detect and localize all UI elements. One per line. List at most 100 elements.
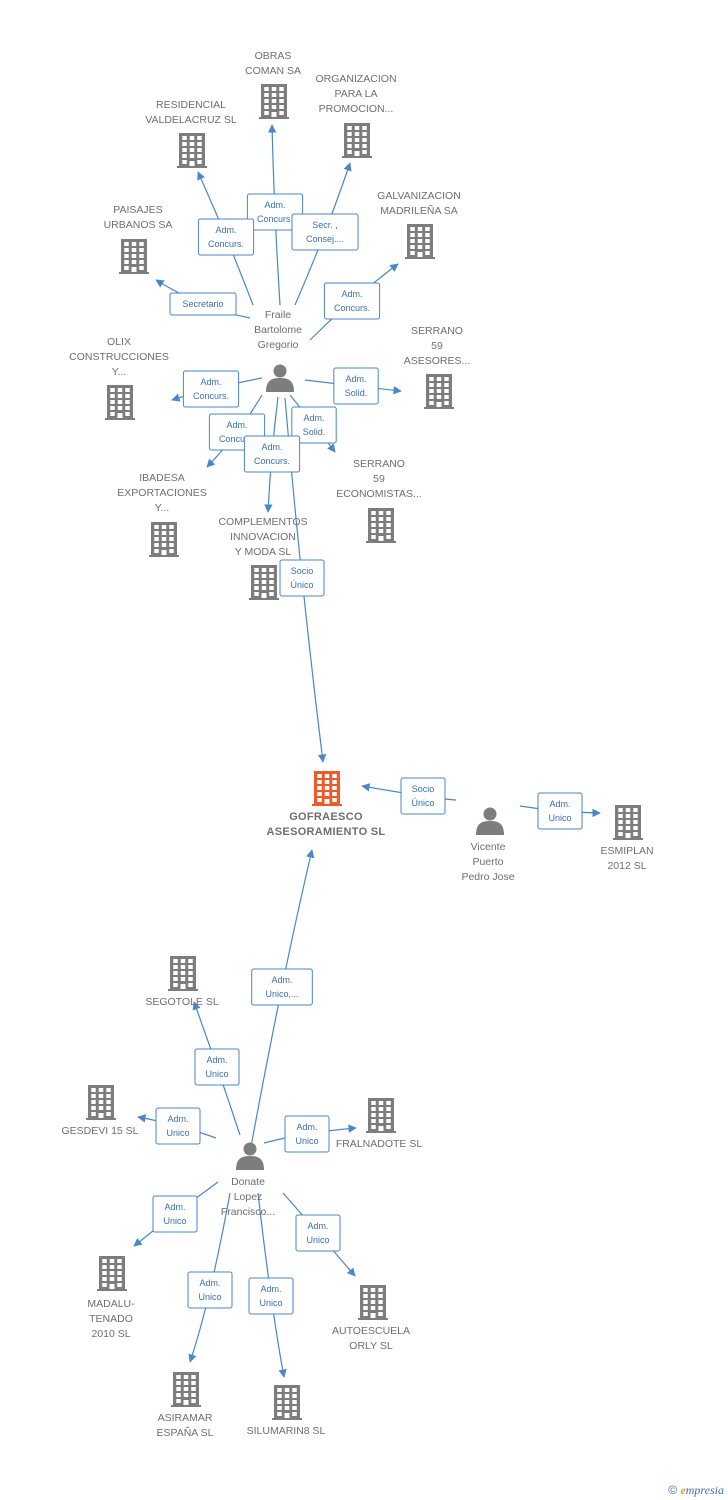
- edge-label-vicente-esmiplan[interactable]: Adm. Unico: [537, 792, 583, 830]
- edge-label-text: Adm.: [271, 975, 292, 985]
- building-icon: [177, 133, 207, 168]
- edge-label-text: Concurs.: [219, 434, 255, 444]
- node-label: Y MODA SL: [235, 546, 292, 558]
- node-label: ASESORAMIENTO SL: [267, 826, 386, 838]
- node-label: OLIX: [107, 336, 131, 348]
- node-label: Donate: [231, 1176, 265, 1188]
- edge-label-text: Único: [411, 798, 434, 808]
- node-serrano59a[interactable]: SERRANO59ASESORES...: [404, 325, 471, 409]
- node-label: MADALU-: [87, 1298, 135, 1310]
- node-label: MADRILEÑA SA: [380, 204, 458, 217]
- edge-label-donate-asiramar[interactable]: Adm.Unico: [187, 1271, 233, 1309]
- building-icon: [259, 84, 289, 119]
- node-label: ESMIPLAN: [600, 845, 653, 857]
- building-icon: [424, 374, 454, 409]
- building-icon: [342, 123, 372, 158]
- edge-label-donate-madalu[interactable]: Adm.Unico: [152, 1195, 198, 1233]
- edge-label-text: Adm.: [215, 225, 236, 235]
- edge-label-donate-autoescuela[interactable]: Adm.Unico: [295, 1214, 341, 1252]
- edge-label-donate-fralnadote[interactable]: Adm.Unico: [284, 1115, 330, 1153]
- edge-label-text: Adm.: [260, 1284, 281, 1294]
- building-icon: [119, 239, 149, 274]
- node-label: Gregorio: [258, 339, 299, 351]
- empresia-logo: empresia: [680, 1483, 724, 1497]
- edge-label-text: Secretario: [182, 299, 223, 309]
- edge-label-text: Concurs.: [193, 391, 229, 401]
- edge-label-text: Concurs.: [208, 239, 244, 249]
- node-segotole[interactable]: SEGOTOLE SL: [145, 956, 219, 1008]
- edge-label-text: Secr. ,: [312, 220, 338, 230]
- person-icon: [266, 364, 294, 392]
- building-icon: [86, 1085, 116, 1120]
- edge-label-donate-gesdevi[interactable]: Adm.Unico: [155, 1107, 201, 1145]
- node-complementos[interactable]: COMPLEMENTOS INNOVACION Y MODA SL: [218, 516, 308, 600]
- node-label: ASESORES...: [404, 355, 471, 367]
- building-icon: [366, 1098, 396, 1133]
- node-olix[interactable]: OLIXCONSTRUCCIONESY...: [69, 336, 169, 420]
- node-label: OBRAS: [255, 50, 292, 62]
- edge-label-donate-silumarin[interactable]: Adm.Unico: [248, 1277, 294, 1315]
- node-label: SERRANO: [353, 458, 405, 470]
- edge-label-donate-gofraesco[interactable]: Adm.Unico,...: [251, 968, 313, 1006]
- person-icon: [476, 807, 504, 835]
- edge-label-fraile-organizacion[interactable]: Secr. , Consej....: [291, 213, 359, 251]
- building-icon: [358, 1285, 388, 1320]
- node-label: 2012 SL: [607, 860, 646, 872]
- node-label: COMPLEMENTOS: [218, 516, 307, 528]
- edge-label-fraile-serrano59a[interactable]: Adm.Solid.: [333, 367, 379, 405]
- node-label: EXPORTACIONES: [117, 487, 206, 499]
- node-esmiplan[interactable]: ESMIPLAN 2012 SL: [600, 805, 654, 872]
- node-label: COMAN SA: [245, 65, 301, 77]
- edge-label-text: Unico: [163, 1216, 186, 1226]
- edge-label-text: Concurs.: [334, 303, 370, 313]
- node-silumarin[interactable]: SILUMARIN8 SL: [247, 1385, 326, 1437]
- node-gesdevi[interactable]: GESDEVI 15 SL: [61, 1085, 139, 1137]
- edge-label-text: Consej....: [306, 234, 344, 244]
- edge-label-text: Solid.: [345, 388, 368, 398]
- edge-label-text: Socio: [412, 784, 435, 794]
- edge-label-text: Unico: [548, 813, 571, 823]
- edge-label-fraile-paisajes[interactable]: Secretario: [169, 292, 237, 316]
- edge-label-fraile-olix[interactable]: Adm.Concurs.: [182, 370, 240, 408]
- node-obras[interactable]: OBRAS COMAN SA: [245, 50, 301, 119]
- node-label: SILUMARIN8 SL: [247, 1425, 326, 1437]
- edge-label-text: Adm.: [261, 442, 282, 452]
- node-label: IBADESA: [139, 472, 185, 484]
- node-label: INNOVACION: [230, 531, 296, 543]
- footer-brand[interactable]: © empresia: [668, 1483, 724, 1498]
- edge-label-text: Socio: [291, 566, 314, 576]
- edge-label-text: Adm.: [206, 1055, 227, 1065]
- edge-label-fraile-obras[interactable]: Adm.Concurs.: [246, 193, 304, 231]
- node-ibadesa[interactable]: IBADESAEXPORTACIONESY...: [117, 472, 207, 557]
- building-icon: [168, 956, 198, 991]
- node-label: PARA LA: [335, 88, 378, 100]
- node-label: PROMOCION...: [319, 103, 394, 115]
- node-donate[interactable]: DonateLopezFrancisco...: [221, 1142, 275, 1219]
- edge-label-fraile-galvanizacion[interactable]: Adm.Concurs.: [323, 282, 381, 320]
- edge-label-fraile-serrano59e[interactable]: Adm.Solid.: [291, 406, 337, 444]
- node-serrano59e[interactable]: SERRANO59ECONOMISTAS...: [336, 458, 422, 543]
- edge-label-fraile-residencial[interactable]: Adm. Concurs.: [197, 218, 255, 256]
- node-fralnadote[interactable]: FRALNADOTE SL: [336, 1098, 423, 1150]
- node-label: 2010 SL: [91, 1328, 130, 1340]
- edge-label-text: Adm.: [549, 799, 570, 809]
- edge-label-text: Solid.: [303, 427, 326, 437]
- edge-label-fraile-complementos[interactable]: Adm.Concurs.: [243, 435, 301, 473]
- building-icon: [105, 385, 135, 420]
- node-label: RESIDENCIAL: [156, 99, 226, 111]
- node-label: URBANOS SA: [104, 219, 173, 231]
- edge-label-donate-segotole[interactable]: Adm.Unico: [194, 1048, 240, 1086]
